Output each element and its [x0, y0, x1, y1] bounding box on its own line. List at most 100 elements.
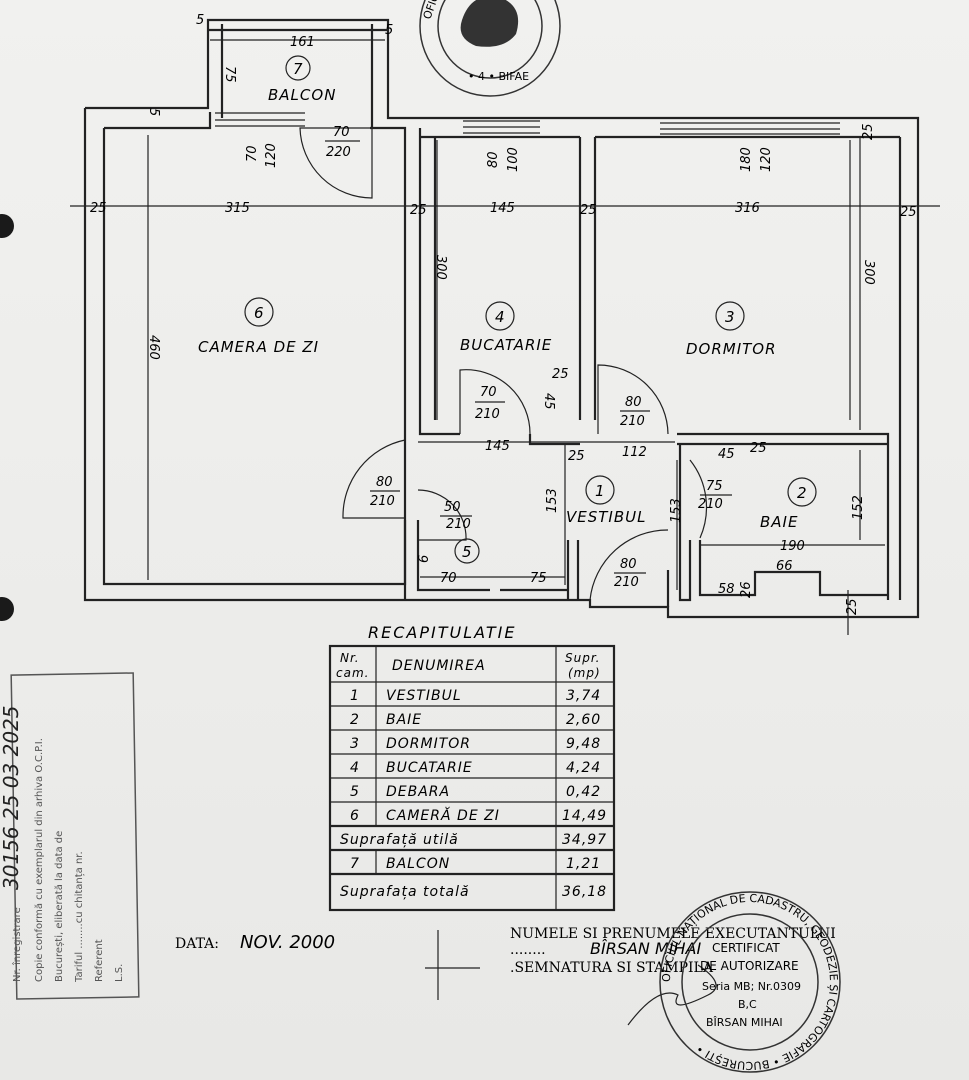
stamp-line: BÎRSAN MIHAI — [706, 1016, 783, 1029]
dim-label: 6 — [417, 555, 432, 563]
walls — [83, 18, 920, 619]
row-name: BALCON — [386, 856, 450, 872]
dim-label: 25 — [580, 203, 597, 218]
reg-line: Copie conformă cu exemplarul din arhiva … — [34, 738, 45, 982]
dim-label: 25 — [410, 203, 427, 218]
room-name: BALCON — [268, 86, 336, 104]
dim-label: 152 — [851, 495, 866, 520]
dim-label: 220 — [326, 145, 351, 160]
room-number: 2 — [797, 484, 808, 502]
dim-label: 80 — [376, 475, 393, 490]
dim-label: 153 — [545, 488, 560, 513]
room-number: 5 — [462, 543, 473, 561]
room-labels: 7 BALCON 6 CAMERA DE ZI 4 BUCATARIE 3 DO… — [198, 55, 817, 564]
row-nr: 2 — [350, 712, 360, 728]
registration-stamp: Nr. înregistrare 30156 25 03 2025 Copie … — [0, 672, 140, 1000]
dim-label: 70 — [440, 571, 457, 586]
dim-label: 190 — [780, 539, 805, 554]
row-area: 4,24 — [566, 760, 601, 776]
dim-label: 25 — [845, 598, 860, 615]
dim-label: 25 — [90, 201, 107, 216]
dim-label: 210 — [446, 517, 471, 532]
dim-label: 210 — [620, 414, 645, 429]
row-nr: 6 — [350, 808, 360, 824]
dim-label: 180 — [739, 147, 754, 172]
dim-label: 70 — [245, 145, 260, 162]
row-area: 14,49 — [562, 808, 607, 824]
room-name: CAMERA DE ZI — [198, 338, 319, 356]
reg-line: L.S. — [114, 964, 125, 982]
reg-number: 30156 25 03 2025 — [0, 706, 23, 891]
dim-label: 45 — [541, 393, 556, 410]
dim-label: 25 — [861, 123, 876, 140]
room-number: 3 — [725, 308, 736, 326]
reg-line: Referent — [94, 939, 105, 982]
dim-label: 100 — [506, 147, 521, 172]
top-stamp-inner: • 4 • BIFAE — [468, 70, 529, 83]
binder-hole — [0, 214, 14, 238]
reg-line: Nr. înregistrare — [11, 907, 23, 982]
room-name: DORMITOR — [686, 340, 777, 358]
total-label: Suprafața totală — [340, 884, 470, 900]
room-name: VESTIBUL — [566, 508, 646, 526]
dim-label: 75 — [530, 571, 547, 586]
dim-label: 80 — [486, 151, 501, 168]
dim-label: 145 — [490, 201, 515, 216]
reg-line: București, eliberată la data de — [54, 831, 65, 982]
dim-label: 5 — [196, 13, 204, 28]
dim-label: 210 — [698, 497, 723, 512]
dim-label: 70 — [333, 125, 350, 140]
total-value: 36,18 — [562, 884, 607, 900]
date-value: NOV. 2000 — [240, 932, 335, 953]
row-nr: 5 — [350, 784, 360, 800]
dim-label: 112 — [622, 445, 647, 460]
row-name: DORMITOR — [386, 736, 471, 752]
door-swings — [299, 127, 708, 601]
row-name: CAMERĂ DE ZI — [386, 807, 500, 824]
dim-label: 45 — [718, 447, 735, 462]
row-area: 3,74 — [566, 688, 601, 704]
dim-label: 25 — [750, 441, 767, 456]
row-name: VESTIBUL — [386, 688, 462, 704]
room-number: 1 — [595, 482, 606, 500]
dim-label: 210 — [370, 494, 395, 509]
row-name: BAIE — [386, 712, 422, 728]
room-number: 6 — [254, 304, 265, 322]
row-nr: 4 — [350, 760, 360, 776]
row-area: 0,42 — [566, 784, 601, 800]
row-area: 1,21 — [566, 856, 601, 872]
dim-label: 58 — [718, 582, 735, 597]
footer: DATA: NOV. 2000 NUMELE SI PRENUMELE EXEC… — [175, 926, 836, 1026]
recap-table: RECAPITULATIE Nr. cam. DENUMIREA Supr. (… — [328, 623, 616, 912]
executant-label: NUMELE SI PRENUMELE EXECUTANTULUI — [510, 926, 836, 942]
row-nr: 7 — [350, 856, 360, 872]
row-area: 9,48 — [566, 736, 601, 752]
header-nr: cam. — [336, 666, 369, 680]
room-number: 4 — [495, 308, 506, 326]
dim-label: 300 — [433, 255, 448, 280]
row-nr: 1 — [350, 688, 360, 704]
stamp-line: Seria MB; Nr.0309 — [702, 980, 801, 993]
dim-label: 300 — [861, 260, 876, 285]
dimension-labels: 161 5 5 75 70 220 70 120 80 100 180 120 … — [90, 13, 917, 615]
dim-label: 66 — [776, 559, 793, 574]
dim-label: 25 — [552, 367, 569, 382]
util-value: 34,97 — [562, 832, 607, 848]
stamp-line: DE AUTORIZARE — [700, 959, 799, 973]
dim-label: 161 — [290, 35, 315, 50]
dim-label: 25 — [568, 449, 585, 464]
stamp-line: B,C — [738, 998, 757, 1011]
dim-label: 25 — [900, 205, 917, 220]
signature-label: .SEMNATURA SI STAMPILA — [510, 960, 714, 976]
dim-label: 153 — [669, 498, 684, 523]
dim-label: 120 — [759, 147, 774, 172]
date-label: DATA: — [175, 936, 219, 952]
dim-label: 50 — [444, 500, 461, 515]
room-name: BUCATARIE — [460, 336, 552, 354]
reg-line: Tariful ........cu chitanța nr. — [74, 851, 85, 983]
dim-label: 26 — [739, 581, 754, 598]
dim-label: 5 — [385, 23, 393, 38]
dimension-lines — [70, 39, 940, 635]
dim-label: 315 — [225, 201, 250, 216]
